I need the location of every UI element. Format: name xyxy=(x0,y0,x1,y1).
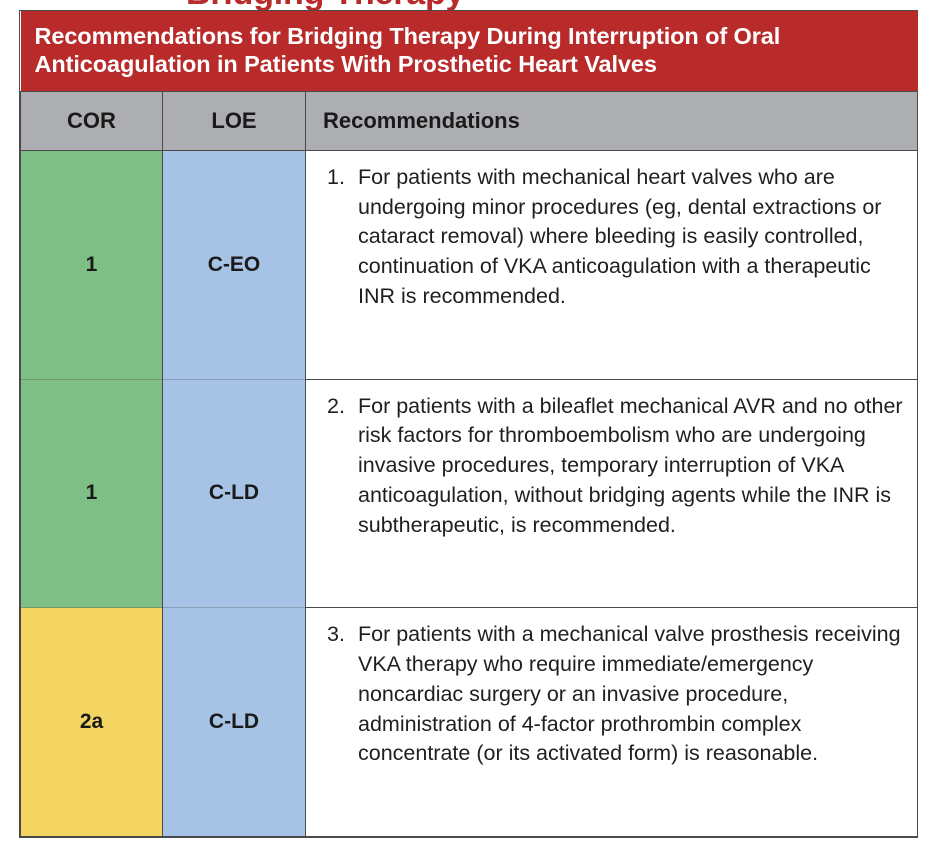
loe-value-cell-1: C-EO xyxy=(162,149,306,380)
loe-value-3: C-LD xyxy=(208,710,260,734)
recommendation-number-2: 2. xyxy=(327,393,345,418)
table-banner-row: Recommendations for Bridging Therapy Dur… xyxy=(20,11,918,92)
cor-value-2: 1 xyxy=(85,481,98,505)
table-banner-title: Recommendations for Bridging Therapy Dur… xyxy=(20,11,918,92)
table-row: 2a C-LD 3. For patients with a mechanica… xyxy=(20,607,919,837)
table-row: 1 C-EO 1. For patients with mechanical h… xyxy=(20,149,919,380)
cor-value-cell-3: 2a xyxy=(20,607,163,837)
recommendation-cell-3: 3. For patients with a mechanical valve … xyxy=(304,607,919,837)
table-body: 1 C-EO 1. For patients with mechanical h… xyxy=(20,149,919,837)
loe-value-cell-3: C-LD xyxy=(162,607,306,837)
cor-value-3: 2a xyxy=(79,710,104,734)
column-header-recommendations: Recommendations xyxy=(304,90,919,151)
loe-value-2: C-LD xyxy=(208,481,260,505)
recommendation-item-3: 3. For patients with a mechanical valve … xyxy=(327,620,905,769)
table-row: 1 C-LD 2. For patients with a bileaflet … xyxy=(20,378,919,609)
recommendation-item-1: 1. For patients with mechanical heart va… xyxy=(327,163,905,312)
column-header-cor: COR xyxy=(20,90,163,151)
cor-value-1: 1 xyxy=(85,252,98,276)
table-header-row: COR LOE Recommendations xyxy=(20,90,919,151)
recommendation-text-3: For patients with a mechanical valve pro… xyxy=(358,622,901,766)
clipped-section-heading: Bridging Therapy xyxy=(0,0,934,10)
cor-value-cell-2: 1 xyxy=(20,378,163,609)
column-header-loe: LOE xyxy=(162,90,306,151)
cor-value-cell-1: 1 xyxy=(20,149,163,380)
loe-value-1: C-EO xyxy=(207,252,261,276)
recommendation-text-1: For patients with mechanical heart valve… xyxy=(358,164,882,308)
recommendations-table: Recommendations for Bridging Therapy Dur… xyxy=(20,11,919,837)
recommendation-cell-2: 2. For patients with a bileaflet mechani… xyxy=(304,378,919,609)
recommendation-number-3: 3. xyxy=(327,622,345,647)
recommendation-text-2: For patients with a bileaflet mechanical… xyxy=(358,393,903,537)
recommendation-item-2: 2. For patients with a bileaflet mechani… xyxy=(327,392,905,541)
recommendation-cell-1: 1. For patients with mechanical heart va… xyxy=(304,149,919,380)
recommendation-number-1: 1. xyxy=(327,164,345,189)
clipped-section-heading-text: Bridging Therapy xyxy=(186,0,464,10)
loe-value-cell-2: C-LD xyxy=(162,378,306,609)
recommendations-table-container: Recommendations for Bridging Therapy Dur… xyxy=(19,10,919,838)
